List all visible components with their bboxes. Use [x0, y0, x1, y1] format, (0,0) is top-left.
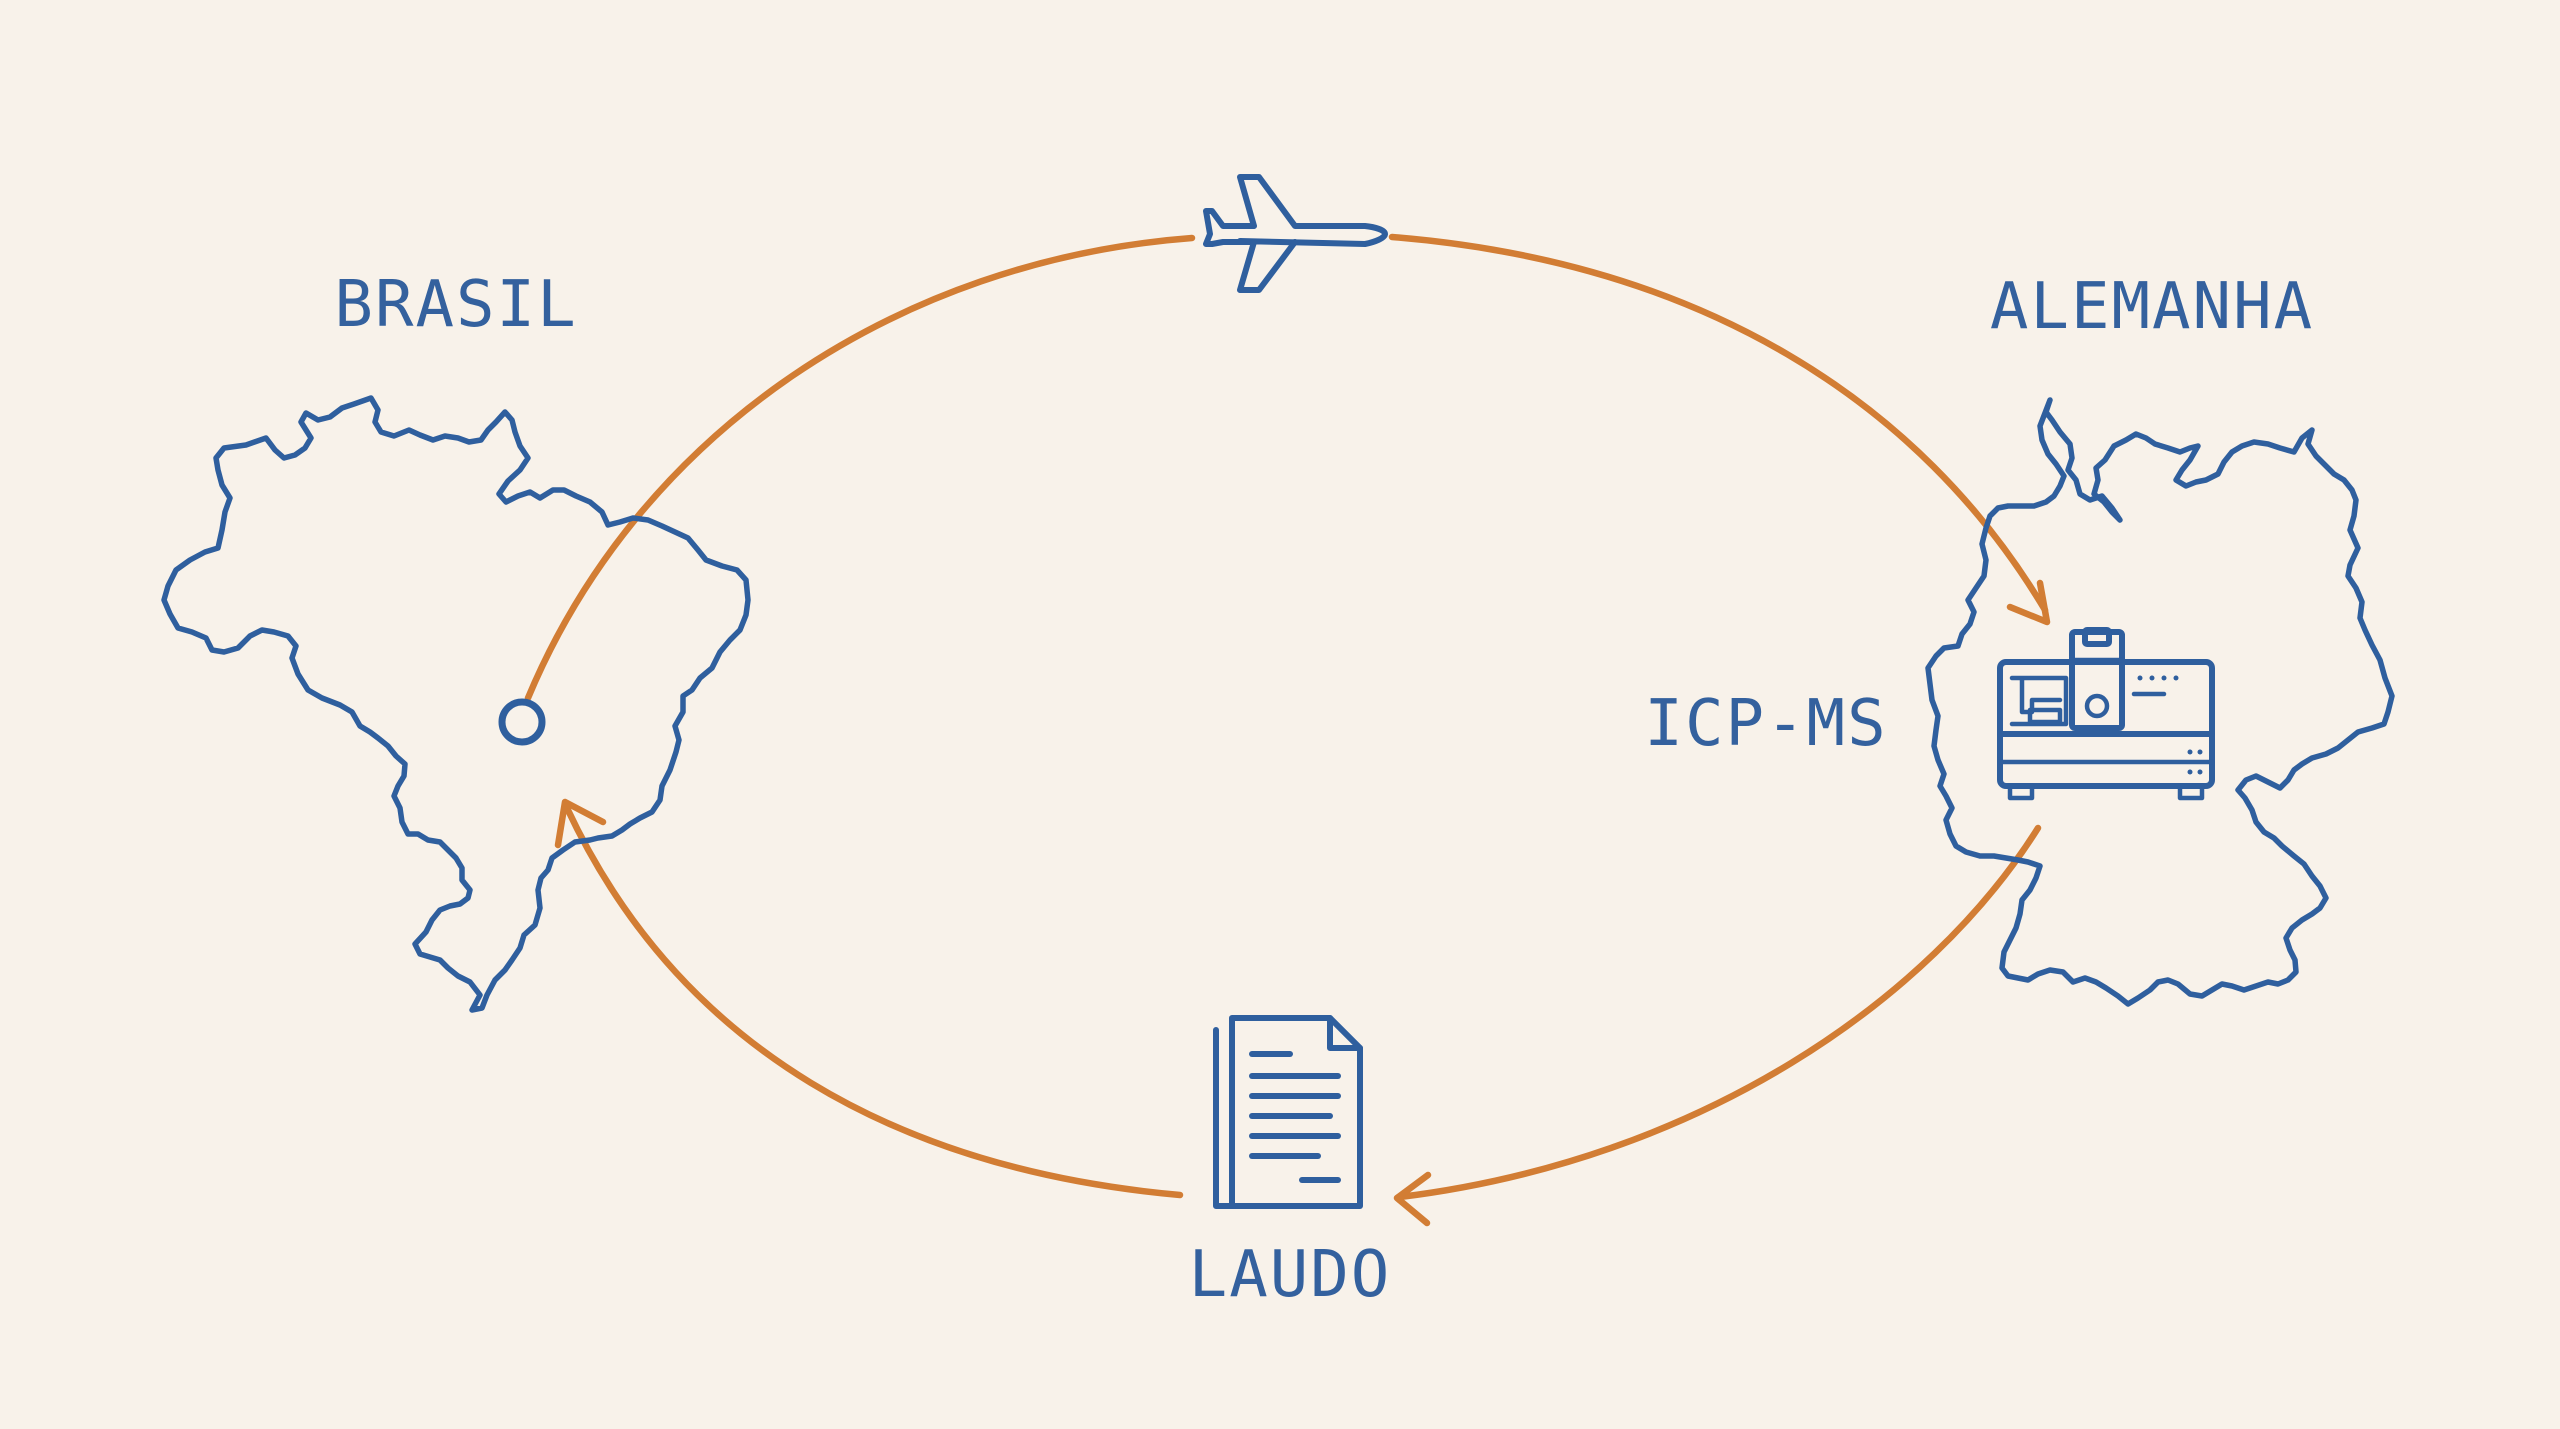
arrowhead-to-brasil [554, 798, 607, 849]
arrowhead-to-laudo [1393, 1171, 1432, 1227]
laudo-label: LAUDO [1189, 1238, 1392, 1312]
brasil-label: BRASIL [334, 268, 577, 342]
airplane-icon [1203, 174, 1388, 293]
arc-plane-to-instrument [1388, 233, 2049, 614]
brazil-map-outline [161, 395, 751, 1013]
laboratory-instrument-icon [1997, 627, 2215, 801]
location-circle-icon [498, 698, 546, 746]
document-icon [1213, 1015, 1363, 1209]
arrowhead-to-instrument [2006, 579, 2051, 626]
germany-map-outline [1925, 397, 2395, 1007]
arc-brasil-to-plane [524, 234, 1196, 702]
arc-instrument-to-laudo [1396, 824, 2042, 1201]
arc-laudo-to-brasil [563, 804, 1184, 1199]
alemanha-label: ALEMANHA [1990, 270, 2314, 344]
icp-ms-label: ICP-MS [1644, 687, 1887, 761]
